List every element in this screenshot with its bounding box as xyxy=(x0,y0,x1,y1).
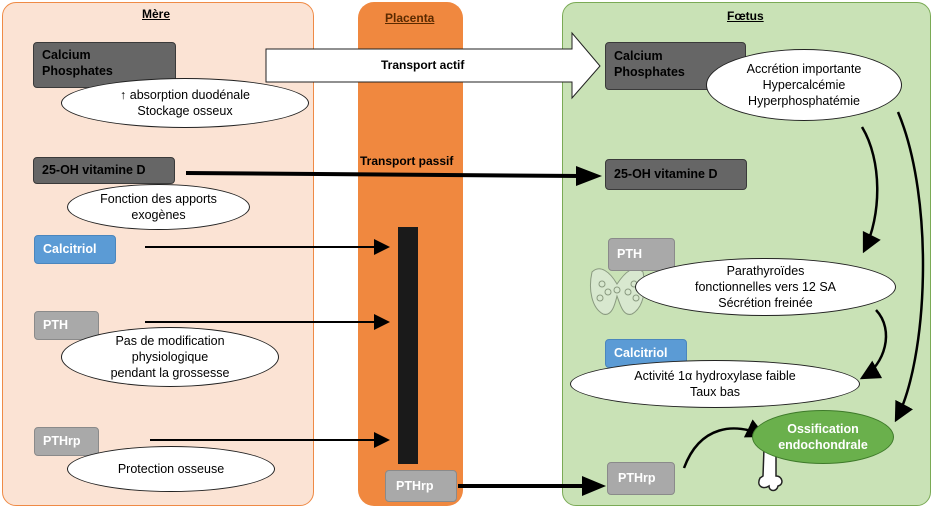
ossification-oval: Ossification endochondrale xyxy=(752,410,894,464)
placenta-barrier-bar xyxy=(398,227,418,464)
transport-active-label: Transport actif xyxy=(381,58,465,72)
mother-title: Mère xyxy=(142,7,171,21)
placenta-pthrp-box: PTHrp xyxy=(385,470,457,502)
vitd-transfer-arrow xyxy=(185,171,581,178)
foetus-pth-box: PTH xyxy=(608,238,675,271)
foetus-title: Fœtus xyxy=(727,9,764,23)
transport-passive-label: Transport passif xyxy=(360,154,454,168)
foetus-calcium-oval: Accrétion importante Hypercalcémie Hyper… xyxy=(706,49,902,121)
pth-to-calcitriol-arrow xyxy=(859,309,888,380)
foetus-pth-oval: Parathyroïdes fonctionnelles vers 12 SA … xyxy=(635,258,896,316)
placenta-title: Placenta xyxy=(385,11,435,25)
transport-active-arrow xyxy=(265,31,601,100)
calcium-to-ossification-arrow xyxy=(894,111,925,423)
mother-pth-box: PTH xyxy=(34,311,99,340)
mother-vitd-oval: Fonction des apports exogènes xyxy=(67,184,250,230)
mother-calcium-oval: ↑ absorption duodénale Stockage osseux xyxy=(61,78,309,128)
mother-pth-oval: Pas de modification physiologique pendan… xyxy=(61,327,279,387)
mother-pthrp-oval: Protection osseuse xyxy=(67,446,275,492)
foetus-calcitriol-oval: Activité 1α hydroxylase faible Taux bas xyxy=(570,360,860,408)
foetus-vitd-box: 25-OH vitamine D xyxy=(605,159,747,190)
foetus-pthrp-box: PTHrp xyxy=(607,462,675,495)
mother-calcitriol-box: Calcitriol xyxy=(34,235,116,264)
calcium-to-pth-arrow xyxy=(860,126,881,254)
mother-vitd-box: 25-OH vitamine D xyxy=(33,157,175,184)
mother-pthrp-box: PTHrp xyxy=(34,427,99,456)
